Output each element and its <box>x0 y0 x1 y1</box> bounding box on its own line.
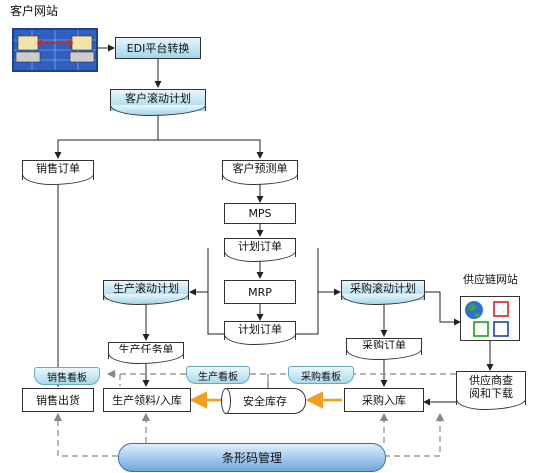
purchase-order-doc: 采购订单 <box>346 338 422 360</box>
planned-order-bottom-doc: 计划订单 <box>224 321 296 345</box>
safety-stock-label: 安全库存 <box>243 395 287 408</box>
customer-forecast-doc: 客户预测单 <box>222 160 298 185</box>
sales-order-doc: 销售订单 <box>22 160 94 185</box>
supply-chain-site-label: 供应链网站 <box>463 273 518 286</box>
production-task-order-doc: 生产任务单 <box>108 342 184 364</box>
supplier-download-doc: 供应商查阅和下载 <box>456 371 526 410</box>
barcode-management-pill: 条形码管理 <box>118 443 386 472</box>
customer-site-label: 客户网站 <box>10 4 59 18</box>
supply-chain-website-icon <box>460 296 520 341</box>
production-material-inbound-box: 生产领料/入库 <box>103 388 191 412</box>
edi-platform-box: EDI平台转换 <box>115 37 201 59</box>
mps-box: MPS <box>224 203 296 224</box>
production-kanban: 生产看板 <box>186 366 250 384</box>
mrp-box: MRP <box>224 280 296 304</box>
safety-stock-cylinder: 安全库存 <box>221 388 306 414</box>
purchase-receipt-box: 采购入库 <box>344 388 424 412</box>
purchase-rolling-plan-doc: 采购滚动计划 <box>341 280 425 305</box>
production-rolling-plan-doc: 生产滚动计划 <box>103 280 189 305</box>
sales-shipment-box: 销售出货 <box>22 388 94 412</box>
sales-kanban: 销售看板 <box>34 367 100 385</box>
planned-order-top-doc: 计划订单 <box>224 238 296 262</box>
purchase-kanban: 采购看板 <box>288 366 354 384</box>
customer-rolling-plan-doc: 客户滚动计划 <box>110 89 206 116</box>
customer-website-icon <box>12 28 98 72</box>
